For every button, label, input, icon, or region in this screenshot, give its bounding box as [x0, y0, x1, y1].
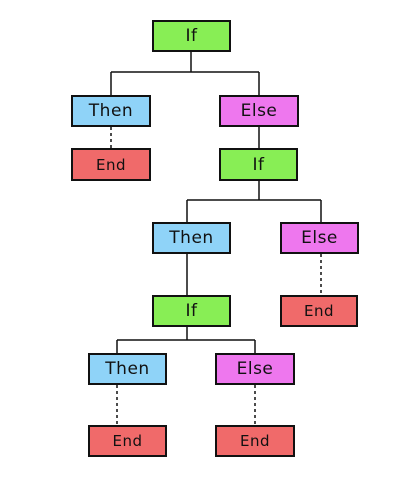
node-if-root: If	[152, 20, 231, 52]
node-then-2: Then	[152, 222, 231, 254]
node-end-3: End	[88, 425, 167, 457]
node-then-3: Then	[88, 353, 167, 385]
node-else-2: Else	[280, 222, 359, 254]
node-then-1: Then	[71, 95, 151, 127]
node-if-2: If	[219, 148, 298, 181]
node-else-1: Else	[219, 95, 299, 127]
node-if-3: If	[152, 295, 231, 327]
node-else-3: Else	[215, 353, 295, 385]
node-end-2: End	[280, 295, 358, 327]
node-end-1: End	[71, 148, 151, 181]
node-end-4: End	[215, 425, 295, 457]
